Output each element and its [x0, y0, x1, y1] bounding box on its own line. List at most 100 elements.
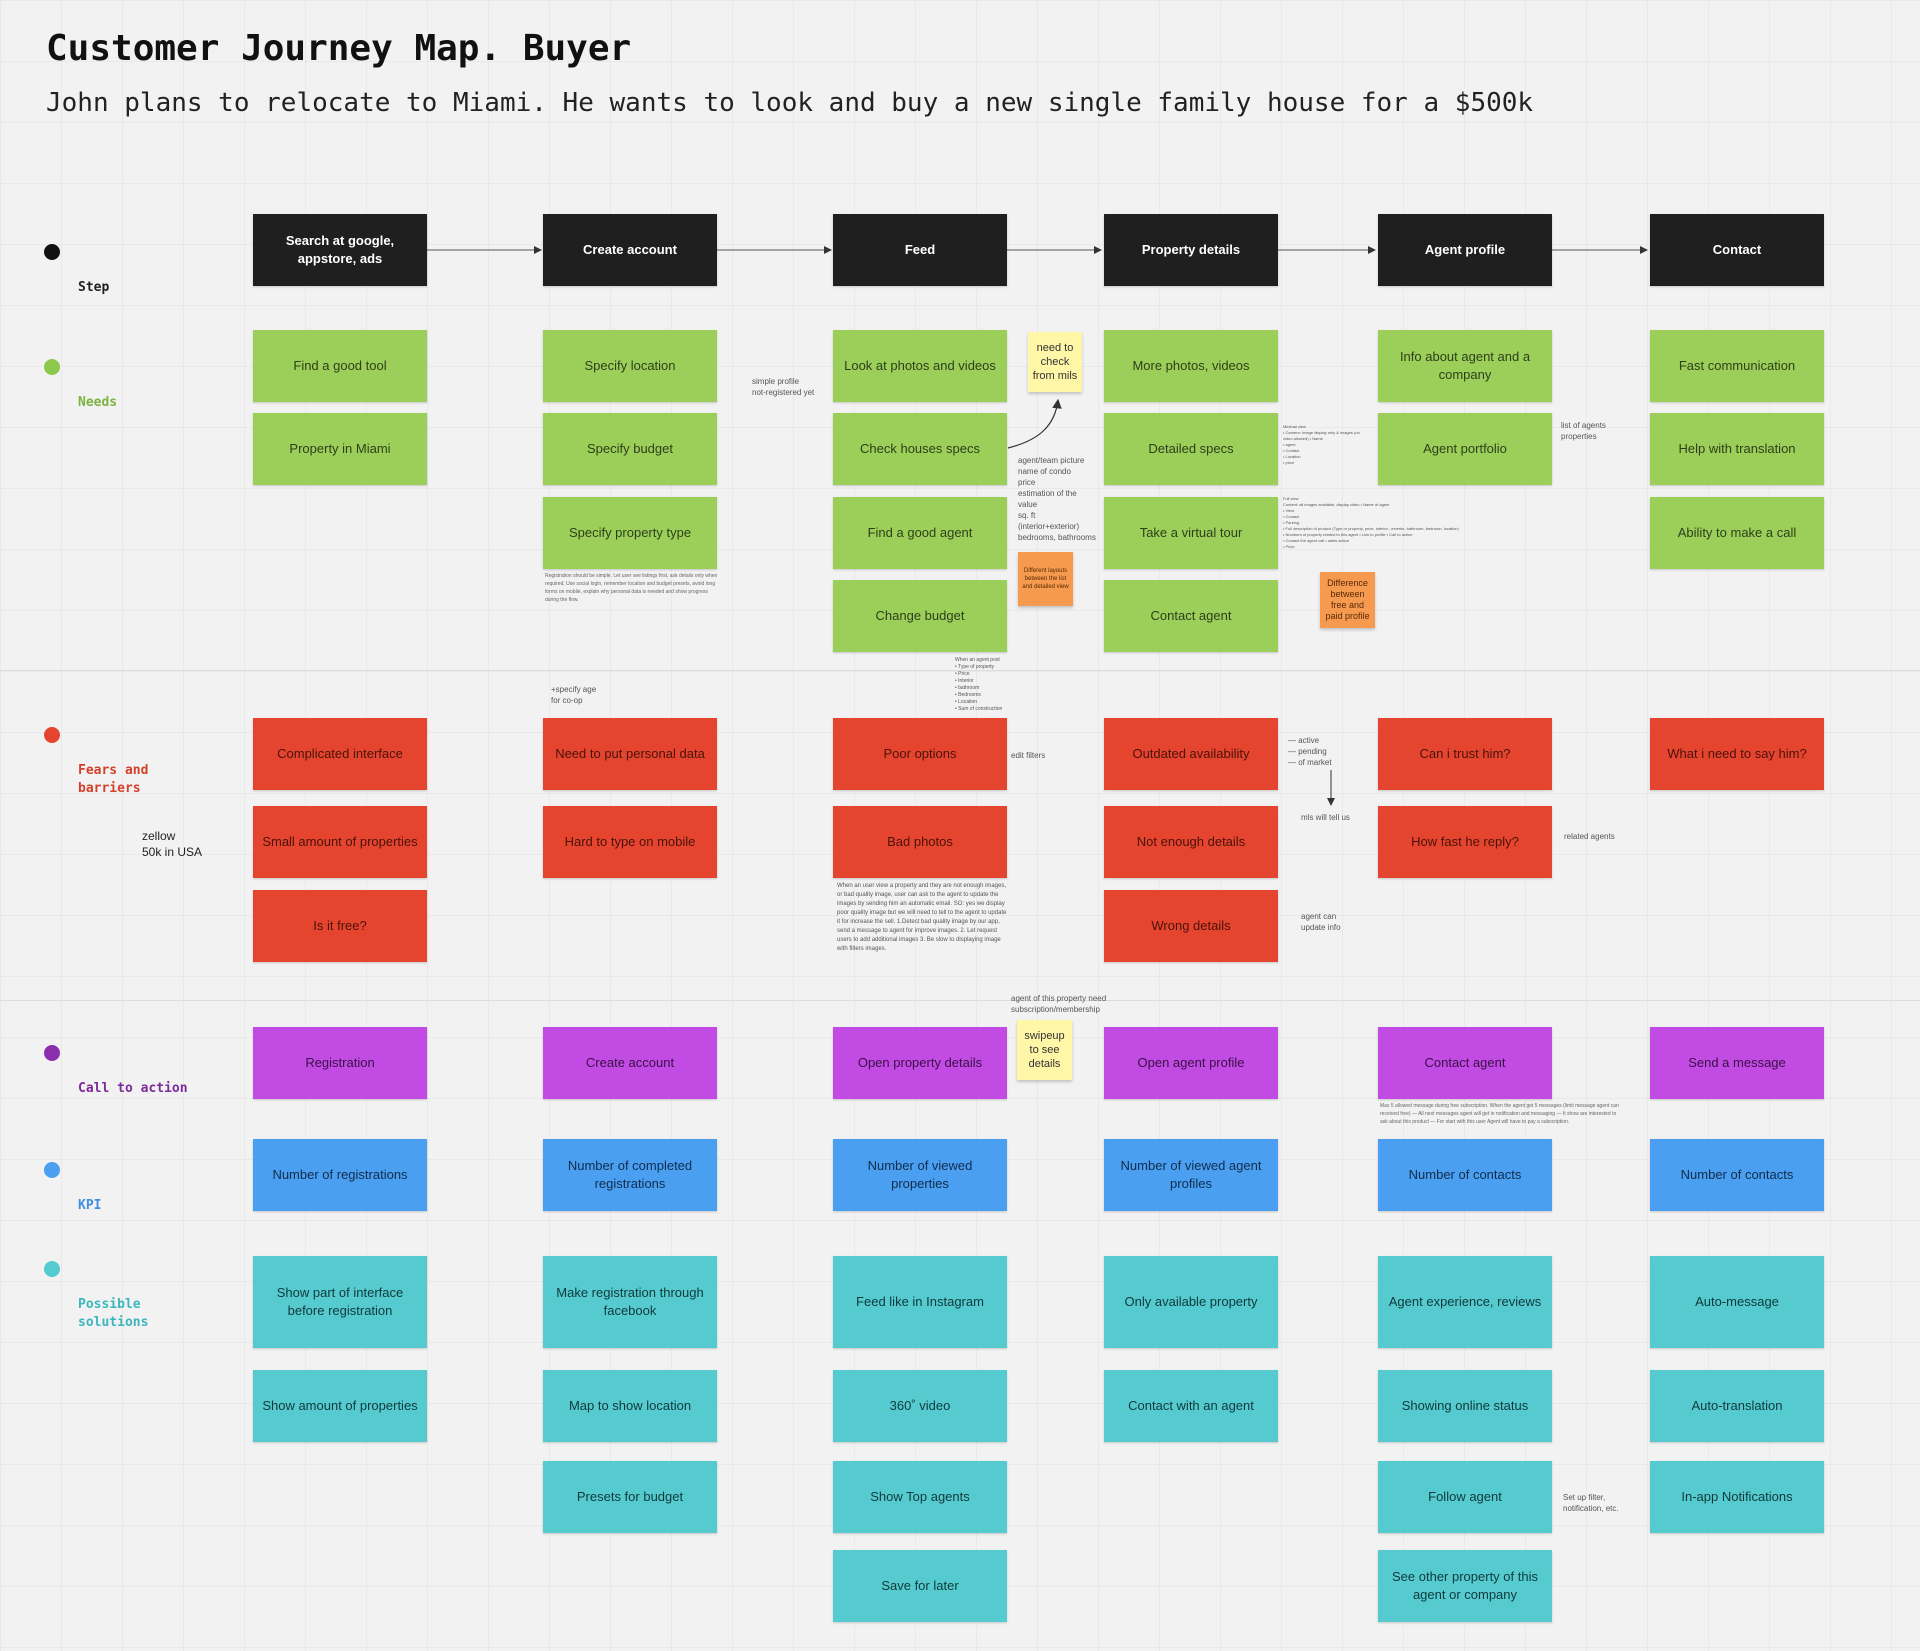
- note-minimal-view: Minimal view • Camera: Image display onl…: [1283, 424, 1360, 465]
- note-availability-states: — active — pending — of market: [1288, 736, 1332, 767]
- needs-card: Specify location: [543, 330, 717, 402]
- sticky-note: Difference between free and paid profile: [1320, 572, 1375, 628]
- needs-card: Property in Miami: [253, 413, 427, 485]
- page-title: Customer Journey Map. Buyer: [46, 28, 632, 69]
- cta-card: Send a message: [1650, 1027, 1824, 1099]
- note-subscription-scribble: Max 5 allowed message during free subscr…: [1380, 1103, 1619, 1125]
- sticky-note: swipeup to see details: [1017, 1020, 1072, 1080]
- solution-card: Show Top agents: [833, 1461, 1007, 1533]
- note-agent-update: agent can update info: [1301, 912, 1341, 932]
- row-label-fears: Fears and barriers: [44, 726, 148, 816]
- needs-card: Detailed specs: [1104, 413, 1278, 485]
- needs-card: Info about agent and a company: [1378, 330, 1552, 402]
- fears-card: Outdated availability: [1104, 718, 1278, 790]
- fears-card: Wrong details: [1104, 890, 1278, 962]
- fears-card: Poor options: [833, 718, 1007, 790]
- step-card: Contact: [1650, 214, 1824, 286]
- note-full-view: Full view Content: all images available,…: [1283, 496, 1459, 549]
- kpi-dot-icon: [44, 1162, 60, 1178]
- needs-dot-icon: [44, 359, 60, 375]
- note-simple-profile: simple profile not-registered yet: [752, 377, 815, 397]
- cta-card: Contact agent: [1378, 1027, 1552, 1099]
- solution-card: Show amount of properties: [253, 1370, 427, 1442]
- needs-card: Ability to make a call: [1650, 497, 1824, 569]
- solution-card: Agent experience, reviews: [1378, 1256, 1552, 1348]
- needs-card: More photos, videos: [1104, 330, 1278, 402]
- page-subtitle: John plans to relocate to Miami. He want…: [46, 88, 1534, 118]
- solution-card: Make registration through facebook: [543, 1256, 717, 1348]
- solution-card: Follow agent: [1378, 1461, 1552, 1533]
- cta-card: Open property details: [833, 1027, 1007, 1099]
- cta-card: Registration: [253, 1027, 427, 1099]
- row-label-step: Step: [44, 243, 109, 315]
- needs-card: Look at photos and videos: [833, 330, 1007, 402]
- row-label-solutions: Possible solutions: [44, 1260, 148, 1350]
- cta-dot-icon: [44, 1045, 60, 1061]
- kpi-card: Number of viewed agent profiles: [1104, 1139, 1278, 1211]
- fears-card: Not enough details: [1104, 806, 1278, 878]
- sticky-note: need to check from mils: [1028, 332, 1082, 392]
- needs-card: Change budget: [833, 580, 1007, 652]
- fears-card: Hard to type on mobile: [543, 806, 717, 878]
- note-agent-picture: agent/team picture name of condo price e…: [1018, 456, 1096, 542]
- needs-card: Find a good agent: [833, 497, 1007, 569]
- needs-card: Fast communication: [1650, 330, 1824, 402]
- note-bad-photos: When an user view a property and they ar…: [837, 883, 1007, 952]
- note-related-agents: related agents: [1564, 832, 1615, 841]
- solution-card: Auto-message: [1650, 1256, 1824, 1348]
- cta-card: Open agent profile: [1104, 1027, 1278, 1099]
- note-zellow: zellow 50k in USA: [142, 829, 203, 859]
- needs-card: Specify budget: [543, 413, 717, 485]
- kpi-card: Number of contacts: [1650, 1139, 1824, 1211]
- cta-card: Create account: [543, 1027, 717, 1099]
- row-label-kpi: KPI: [44, 1161, 101, 1233]
- solution-card: 360˚ video: [833, 1370, 1007, 1442]
- kpi-card: Number of viewed properties: [833, 1139, 1007, 1211]
- needs-card: Take a virtual tour: [1104, 497, 1278, 569]
- solution-card: Show part of interface before registrati…: [253, 1256, 427, 1348]
- solution-card: Auto-translation: [1650, 1370, 1824, 1442]
- step-card: Search at google, appstore, ads: [253, 214, 427, 286]
- step-card: Feed: [833, 214, 1007, 286]
- row-label-cta: Call to action: [44, 1044, 188, 1116]
- needs-card: Check houses specs: [833, 413, 1007, 485]
- kpi-card: Number of contacts: [1378, 1139, 1552, 1211]
- solutions-dot-icon: [44, 1261, 60, 1277]
- solution-card: See other property of this agent or comp…: [1378, 1550, 1552, 1622]
- needs-card: Agent portfolio: [1378, 413, 1552, 485]
- fears-dot-icon: [44, 727, 60, 743]
- kpi-card: Number of registrations: [253, 1139, 427, 1211]
- note-mls-tell: mls will tell us: [1301, 813, 1350, 822]
- step-card: Create account: [543, 214, 717, 286]
- curve-arrow: [1007, 398, 1062, 449]
- solution-card: Contact with an agent: [1104, 1370, 1278, 1442]
- solution-card: Showing online status: [1378, 1370, 1552, 1442]
- solution-card: In-app Notifications: [1650, 1461, 1824, 1533]
- step-dot-icon: [44, 244, 60, 260]
- solution-card: Feed like in Instagram: [833, 1256, 1007, 1348]
- fears-card: Bad photos: [833, 806, 1007, 878]
- solution-card: Presets for budget: [543, 1461, 717, 1533]
- step-card: Property details: [1104, 214, 1278, 286]
- fears-card: Small amount of properties: [253, 806, 427, 878]
- fears-card: Need to put personal data: [543, 718, 717, 790]
- note-edit-filters: edit filters: [1011, 751, 1046, 760]
- fears-card: Complicated interface: [253, 718, 427, 790]
- section-divider: [0, 670, 1920, 671]
- solution-card: Map to show location: [543, 1370, 717, 1442]
- note-specify-age: +specify age for co-op: [551, 685, 597, 705]
- needs-card: Specify property type: [543, 497, 717, 569]
- note-list-of-agents: list of agents properties: [1561, 421, 1606, 441]
- fears-card: Can i trust him?: [1378, 718, 1552, 790]
- row-label-needs: Needs: [44, 358, 117, 430]
- sticky-note: Different layouts between the list and d…: [1018, 552, 1073, 606]
- section-divider: [0, 1000, 1920, 1001]
- note-when-agent-post: When an agent post • Type of property • …: [955, 657, 1003, 712]
- fears-card: What i need to say him?: [1650, 718, 1824, 790]
- needs-card: Help with translation: [1650, 413, 1824, 485]
- needs-card: Contact agent: [1104, 580, 1278, 652]
- note-subscription: agent of this property need subscription…: [1011, 994, 1107, 1014]
- solution-card: Save for later: [833, 1550, 1007, 1622]
- note-registration-scribble: Registration should be simple. Let user …: [545, 573, 718, 603]
- step-card: Agent profile: [1378, 214, 1552, 286]
